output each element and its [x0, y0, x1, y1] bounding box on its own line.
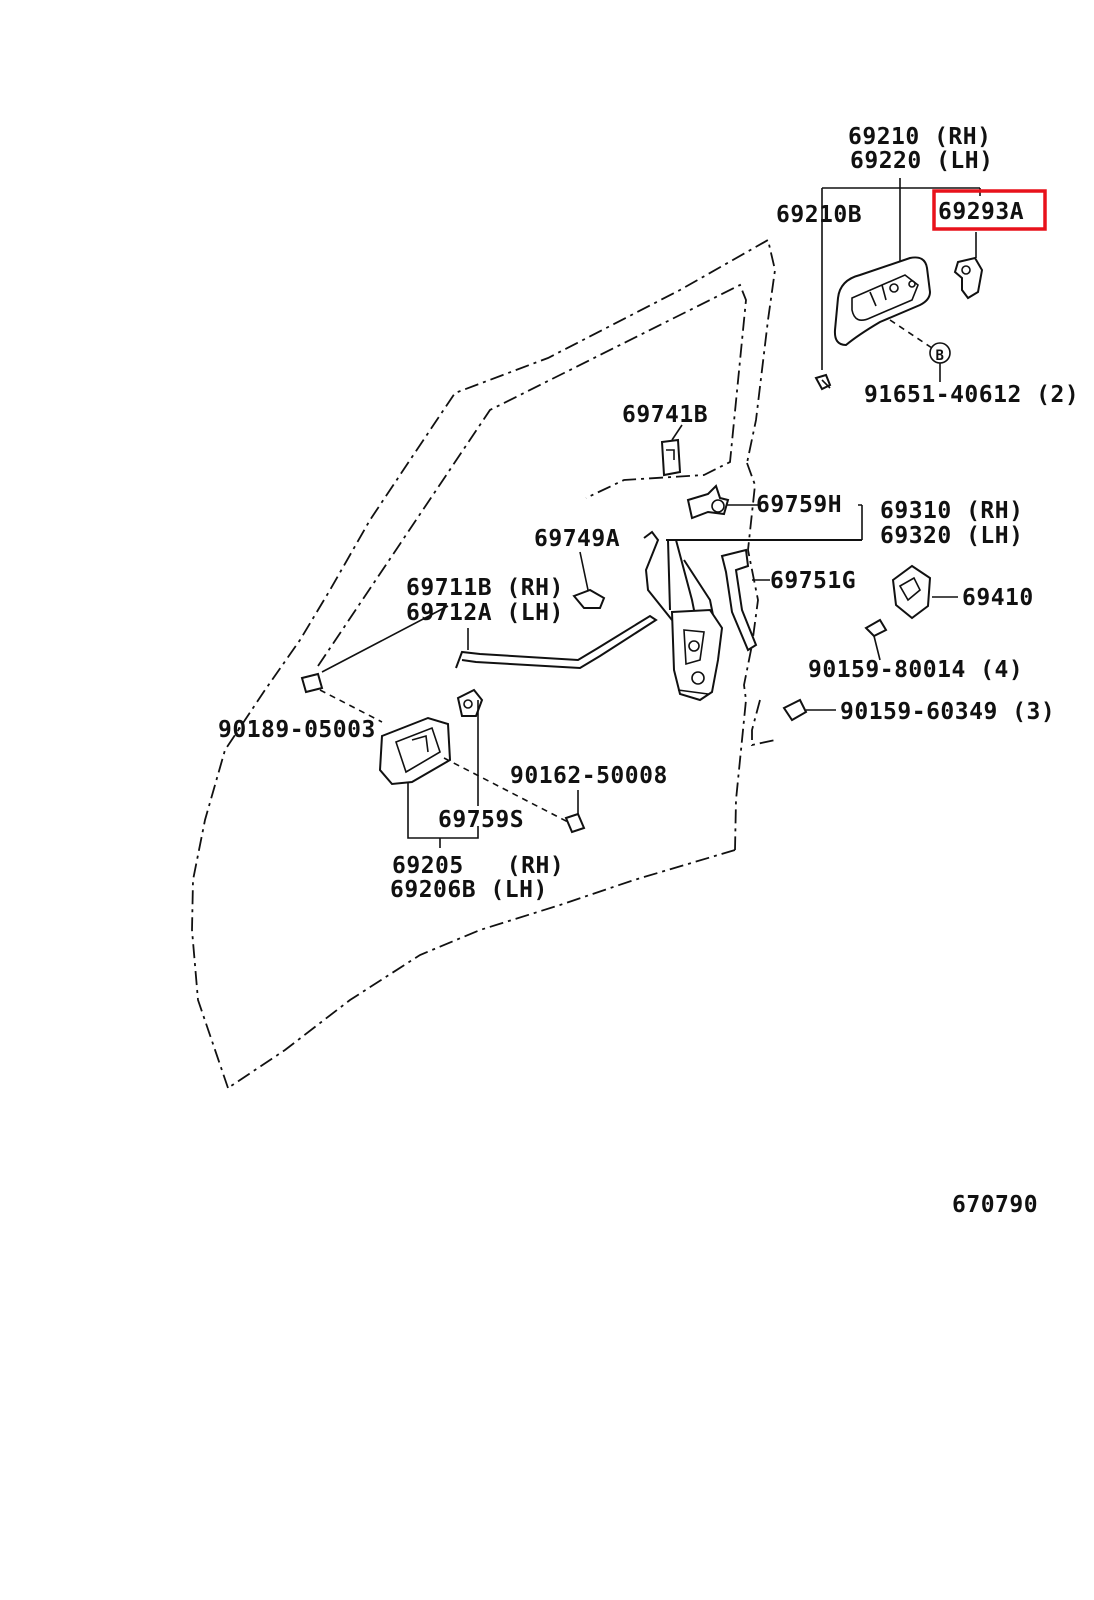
clip-69741B	[660, 424, 683, 477]
label-69410: 69410	[962, 585, 1034, 611]
label-69205: 69205 (RH)	[392, 853, 564, 879]
lock-body-part	[670, 608, 724, 702]
label-69210B: 69210B	[776, 202, 862, 228]
label-69206B: 69206B (LH)	[390, 877, 548, 903]
label-69749A: 69749A	[534, 526, 620, 552]
label-90162-50008: 90162-50008	[510, 763, 668, 789]
label-69751G: 69751G	[770, 568, 856, 594]
door-outline	[191, 238, 776, 1089]
clip-69749A	[572, 551, 606, 609]
label-69759S: 69759S	[438, 807, 524, 833]
highlight-box	[932, 189, 1047, 231]
label-69220: 69220 (LH)	[850, 148, 993, 174]
outside-handle-assembly: B	[814, 178, 984, 391]
label-90159-80014: 90159-80014 (4)	[808, 657, 1023, 683]
label-90189-05003: 90189-05003	[218, 717, 376, 743]
label-69712A: 69712A (LH)	[406, 600, 564, 626]
label-69759H: 69759H	[756, 492, 842, 518]
door-lock-assembly	[643, 504, 863, 702]
label-69310: 69310 (RH)	[880, 498, 1023, 524]
label-69210: 69210 (RH)	[848, 124, 991, 150]
bracket-69759H	[686, 484, 758, 520]
label-91651-40612: 91651-40612 (2)	[864, 382, 1079, 408]
inside-handle-assembly	[300, 672, 586, 848]
label-69293A: 69293A	[938, 199, 1024, 225]
label-69320: 69320 (LH)	[880, 523, 1023, 549]
striker-69410	[864, 564, 958, 661]
screw-90159-80014	[864, 618, 888, 638]
screw-90162	[564, 812, 586, 834]
bracket-69759S	[456, 688, 484, 717]
key-cylinder-cap-part	[953, 256, 984, 300]
clip-90189	[300, 672, 324, 694]
screw-90159-60349	[782, 698, 836, 722]
figure-number: 670790	[952, 1192, 1038, 1218]
bolt-marker-b: B	[936, 348, 945, 364]
label-90159-60349: 90159-60349 (3)	[840, 699, 1055, 725]
inside-handle-part	[378, 716, 452, 786]
label-69711B: 69711B (RH)	[406, 575, 564, 601]
outside-handle-part	[833, 256, 932, 347]
lever-69751G	[720, 548, 770, 652]
label-69741B: 69741B	[622, 402, 708, 428]
rod-69711B	[321, 605, 658, 673]
